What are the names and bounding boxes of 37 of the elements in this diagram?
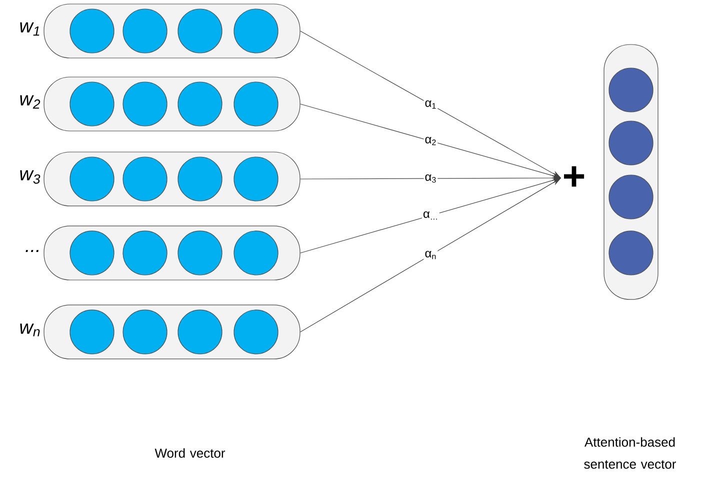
edge-label: α$_{1}$	[424, 99, 438, 110]
neuron-circle	[122, 310, 168, 354]
neuron-circle	[234, 82, 278, 126]
neuron-circle	[234, 310, 278, 354]
neuron-circle	[70, 8, 114, 54]
plus-sign: +	[564, 166, 584, 187]
neuron-circle	[608, 120, 654, 166]
edge-label: α$_{n}$	[424, 250, 438, 260]
neuron-circle	[178, 230, 222, 276]
neuron-circle	[234, 230, 278, 276]
neuron-circle	[178, 82, 222, 126]
neuron-circle	[608, 174, 654, 220]
neuron-circle	[234, 8, 278, 54]
neuron-circle	[178, 310, 222, 354]
word-label: w$_{1}$	[20, 22, 40, 36]
neuron-circle	[234, 156, 278, 202]
neuron-circle	[608, 68, 654, 112]
word-label: w$_{2}$	[20, 95, 40, 109]
word-label: ...	[26, 250, 38, 252]
caption: Attention-based sentence vector	[584, 437, 676, 469]
neuron-circle	[70, 156, 114, 202]
neuron-circle	[122, 156, 168, 202]
neuron-circle	[70, 310, 114, 354]
word-label: w$_{3}$	[20, 170, 40, 184]
neuron-circle	[122, 82, 168, 126]
neuron-circle	[178, 156, 222, 202]
edge-label: α$_{…}$	[422, 210, 440, 221]
neuron-circle	[608, 230, 654, 276]
neuron-circle	[178, 8, 222, 54]
neuron-circle	[122, 8, 168, 54]
edge-label: α$_{3}$	[424, 173, 438, 184]
neuron-circle	[122, 230, 168, 276]
word-label: w$_{n}$	[20, 324, 40, 336]
edge-label: α$_{2}$	[424, 136, 438, 146]
neuron-circle	[70, 82, 114, 126]
caption: Word vector	[154, 448, 226, 458]
neuron-circle	[70, 230, 114, 276]
